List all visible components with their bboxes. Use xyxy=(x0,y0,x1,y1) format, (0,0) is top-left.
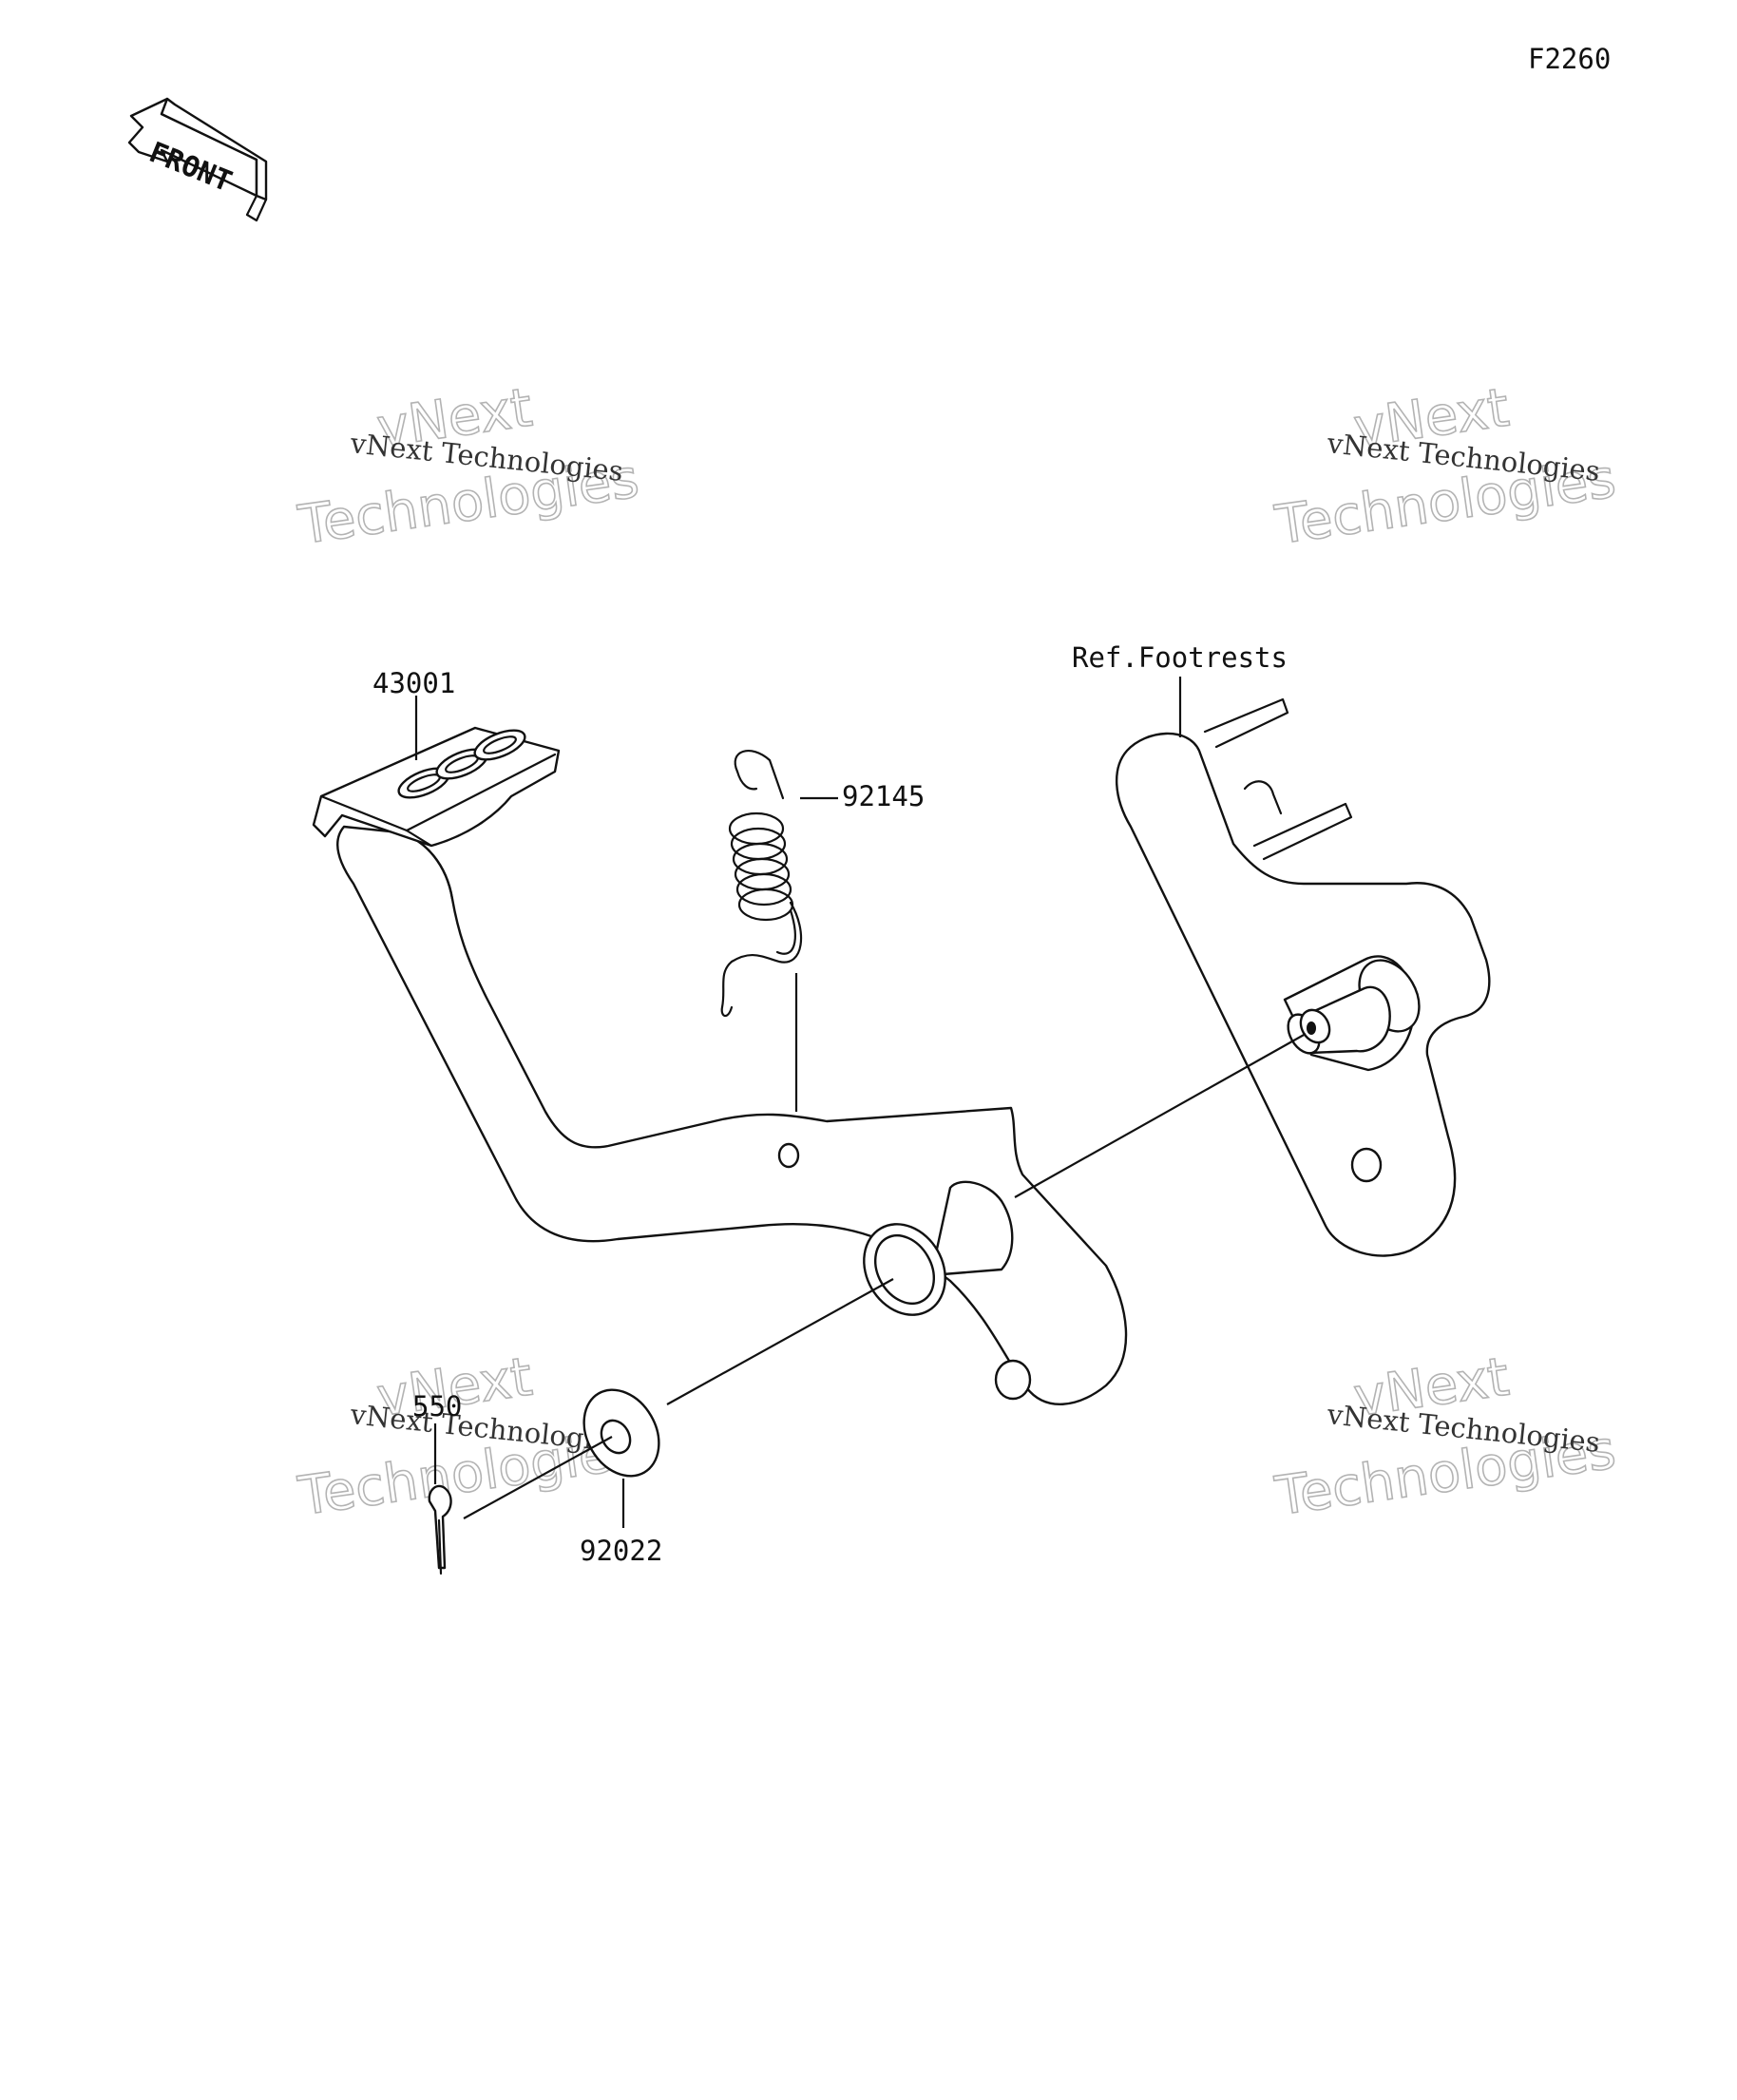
watermark-bottom-right: vNext Technologies vNext Technologies xyxy=(1270,1346,1620,1529)
part-number-washer: 92022 xyxy=(580,1535,662,1567)
cotter-pin[interactable] xyxy=(428,1484,452,1575)
watermark-top-right: vNext Technologies vNext Technologies xyxy=(1270,376,1620,558)
pedal-hole-lower xyxy=(994,1359,1032,1401)
part-number-cotter-pin: 550 xyxy=(412,1390,462,1422)
brake-pedal[interactable] xyxy=(312,724,1128,1405)
washer[interactable] xyxy=(569,1376,674,1489)
bracket-hole xyxy=(1350,1147,1383,1183)
part-number-brake-pedal: 43001 xyxy=(372,667,455,699)
return-spring[interactable] xyxy=(720,750,803,1018)
leader-lines xyxy=(414,677,1307,1528)
front-arrow-icon: FRONT xyxy=(127,97,268,222)
reference-footrests-label: Ref.Footrests xyxy=(1072,641,1288,674)
footrest-bracket[interactable] xyxy=(1116,697,1491,1257)
watermark-top-left: vNext Technologies vNext Technologies xyxy=(294,376,643,558)
pedal-hole-spring xyxy=(777,1142,800,1169)
part-number-return-spring: 92145 xyxy=(842,780,925,812)
diagram-code: F2260 xyxy=(1528,43,1611,75)
